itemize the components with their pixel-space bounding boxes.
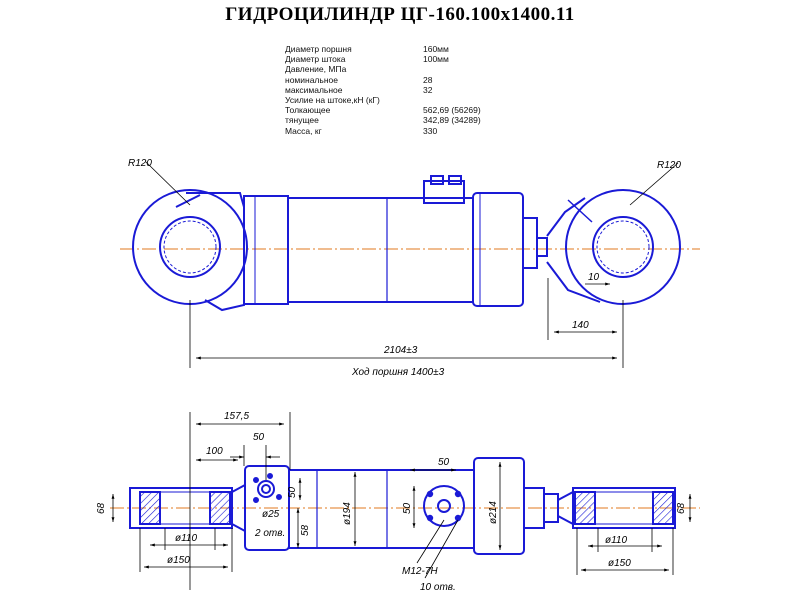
dim-phi110-right: ø110 xyxy=(605,535,627,546)
spec-label: Давление, МПа xyxy=(285,64,347,75)
dim-r-right: R120 xyxy=(657,160,681,171)
dim-50-mid-vert: 50 xyxy=(402,502,413,514)
left-eye-section xyxy=(129,484,246,532)
spec-label: Толкающее xyxy=(285,105,331,116)
dim-r-left: R120 xyxy=(128,158,152,169)
dim-58: 58 xyxy=(300,524,311,536)
dim-157-5: 157,5 xyxy=(224,411,249,422)
left-eye xyxy=(132,189,248,312)
spec-value: 32 xyxy=(423,84,433,95)
port-flange xyxy=(423,485,465,527)
dim-phi194: ø194 xyxy=(342,502,353,525)
head-end-block-top xyxy=(473,457,525,555)
dim-stroke: Ход поршня 1400±3 xyxy=(351,367,445,378)
dim-50-vert: 50 xyxy=(287,486,298,498)
dim-phi110-left: ø110 xyxy=(175,533,197,544)
dim-overall: 2104±3 xyxy=(383,345,418,356)
dim-phi150-left: ø150 xyxy=(167,555,190,566)
dim-50-left: 50 xyxy=(253,432,265,443)
dim-68-right: 68 xyxy=(676,502,687,514)
spec-label: Масса, кг xyxy=(285,125,322,136)
dim-phi25: ø25 xyxy=(262,509,280,520)
right-eye-section xyxy=(557,487,676,529)
dim-phi214: ø214 xyxy=(488,501,499,524)
spec-value: 100мм xyxy=(423,54,449,65)
head-valve xyxy=(522,217,538,269)
spec-label: тянущее xyxy=(285,115,319,126)
rod-end-block xyxy=(243,195,289,305)
dim-68-left: 68 xyxy=(96,502,107,514)
cylinder-body xyxy=(287,197,474,303)
drawing-title: ГИДРОЦИЛИНДР ЦГ-160.100х1400.11 xyxy=(225,4,575,25)
spec-value: 342,89 (34289) xyxy=(423,115,481,126)
spec-label: Диаметр поршня xyxy=(285,44,352,54)
dim-100: 100 xyxy=(206,446,223,457)
top-view xyxy=(110,457,700,555)
side-dimensions xyxy=(145,161,679,368)
dim-m12: M12-7H xyxy=(402,566,438,577)
spec-label: максимальное xyxy=(285,84,343,95)
top-dimensions xyxy=(111,412,692,590)
side-view xyxy=(120,175,700,312)
dim-10-top: 10 xyxy=(588,272,600,283)
dim-phi150-right: ø150 xyxy=(608,558,631,569)
spec-label: номинальное xyxy=(285,74,338,85)
dim-50-top-mid: 50 xyxy=(438,457,450,468)
dim-140: 140 xyxy=(572,320,589,331)
spec-label: Диаметр штока xyxy=(285,54,346,65)
spec-value: 28 xyxy=(423,74,433,85)
spec-value: 330 xyxy=(423,125,438,136)
spec-value: 160мм xyxy=(423,44,449,54)
right-eye xyxy=(546,189,681,305)
spec-label: Усилие на штоке,кН (кГ) xyxy=(285,94,380,105)
spec-value: 562,69 (56269) xyxy=(423,105,481,116)
dim-ten-holes: 10 отв. xyxy=(420,582,456,593)
dim-two-holes: 2 отв. xyxy=(254,528,285,539)
